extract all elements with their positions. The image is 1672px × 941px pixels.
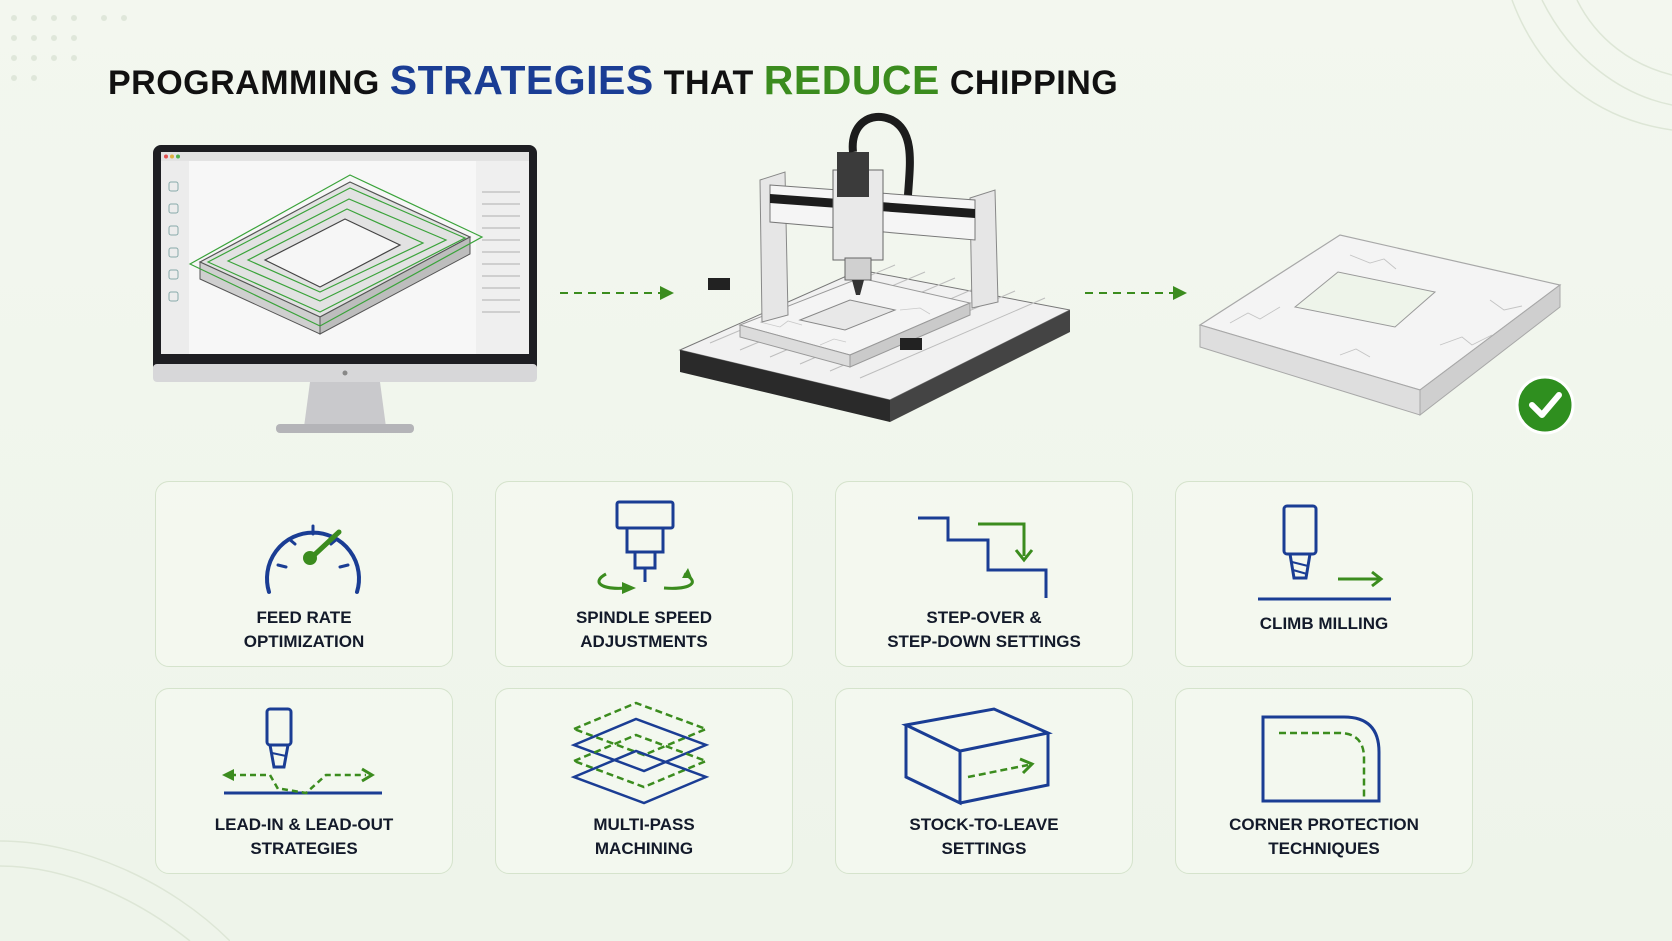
climb-milling-icon	[1258, 504, 1391, 601]
cnc-machine-icon	[678, 112, 1070, 422]
step-down-icon	[918, 516, 1048, 598]
decorative-arcs	[1511, 0, 1672, 131]
gauge-icon	[265, 524, 361, 594]
monitor-toolpath-icon	[153, 145, 537, 373]
multi-layer-icon	[570, 701, 710, 805]
title-word: CHIPPING	[949, 64, 1119, 102]
decorative-dot-grid	[11, 15, 127, 81]
page-title: PROGRAMMING STRATEGIES THAT REDUCE CHIPP…	[108, 50, 1118, 113]
stone-slab-icon	[1198, 234, 1575, 435]
process-arrow	[1085, 286, 1187, 300]
strategy-card-climb-milling: CLIMB MILLING	[1175, 481, 1473, 667]
strategy-card-step-over: STEP-OVER &STEP-DOWN SETTINGS	[835, 481, 1133, 667]
stock-block-icon	[901, 707, 1053, 806]
decorative-arcs-bottom	[0, 840, 230, 941]
process-arrow	[560, 286, 674, 300]
strategy-label: CLIMB MILLING	[1259, 614, 1389, 633]
title-highlight-reduce: REDUCE	[763, 57, 940, 103]
title-word: THAT	[663, 64, 754, 102]
lead-in-out-icon	[222, 707, 382, 795]
strategy-label: STEP-OVER &STEP-DOWN SETTINGS	[887, 608, 1081, 651]
corner-protection-icon	[1261, 715, 1381, 803]
title-highlight-strategies: STRATEGIES	[389, 57, 654, 103]
title-word: PROGRAMMING	[108, 64, 380, 102]
spindle-rotation-icon	[597, 500, 694, 594]
